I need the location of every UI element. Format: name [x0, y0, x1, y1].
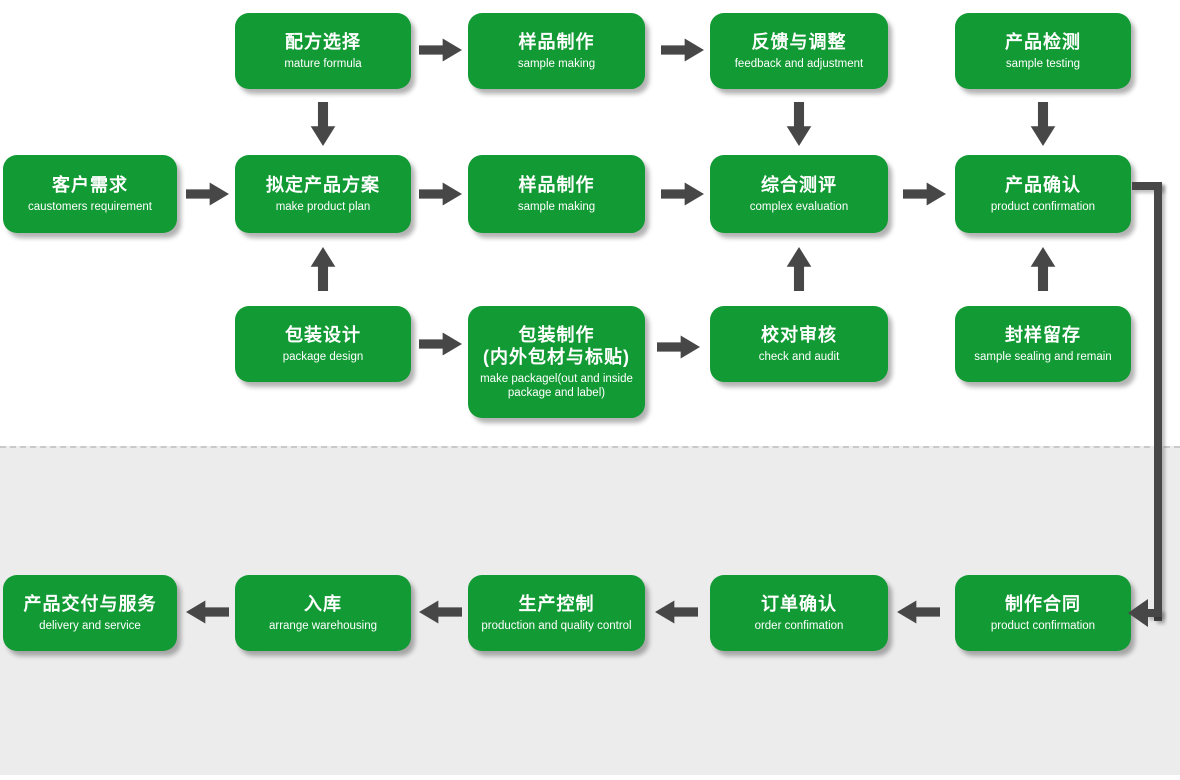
node-title: 产品交付与服务	[23, 594, 157, 615]
node-sample-making-2: 样品制作 sample making	[468, 155, 645, 233]
node-subtitle: sample making	[517, 200, 596, 213]
node-subtitle: caustomers requirement	[28, 200, 152, 213]
node-title: 包装设计	[285, 325, 361, 346]
node-formula-selection: 配方选择 mature formula	[235, 13, 411, 89]
node-title: 拟定产品方案	[266, 175, 380, 196]
node-subtitle: arrange warehousing	[268, 619, 378, 632]
node-product-testing: 产品检测 sample testing	[955, 13, 1131, 89]
node-product-plan: 拟定产品方案 make product plan	[235, 155, 411, 233]
arrow-right-icon	[903, 182, 946, 206]
arrow-up-icon	[786, 247, 812, 291]
arrow-right-icon	[419, 38, 462, 62]
node-sample-sealing: 封样留存 sample sealing and remain	[955, 306, 1131, 382]
node-title: 订单确认	[761, 594, 837, 615]
node-title: 反馈与调整	[751, 32, 847, 53]
node-customer-requirement: 客户需求 caustomers requirement	[3, 155, 177, 233]
node-subtitle: sample making	[517, 57, 596, 70]
node-title: 包装制作 (内外包材与标贴)	[483, 324, 630, 368]
node-subtitle: product confirmation	[990, 200, 1096, 213]
node-package-making: 包装制作 (内外包材与标贴) make packagel(out and ins…	[468, 306, 645, 418]
node-title: 产品确认	[1005, 175, 1081, 196]
node-production-control: 生产控制 production and quality control	[468, 575, 645, 651]
node-subtitle: package design	[282, 350, 364, 363]
arrow-right-icon	[419, 332, 462, 356]
node-title: 配方选择	[285, 32, 361, 53]
node-title: 校对审核	[761, 325, 837, 346]
arrow-right-icon	[661, 38, 704, 62]
node-subtitle: production and quality control	[481, 619, 632, 632]
connector-bottom-segment	[1146, 609, 1162, 617]
node-title: 产品检测	[1005, 32, 1081, 53]
node-title: 客户需求	[52, 175, 128, 196]
node-subtitle: check and audit	[758, 350, 840, 363]
node-title: 综合测评	[761, 175, 837, 196]
node-check-audit: 校对审核 check and audit	[710, 306, 888, 382]
node-subtitle: mature formula	[284, 57, 362, 70]
node-order-confirmation: 订单确认 order confimation	[710, 575, 888, 651]
node-feedback-adjustment: 反馈与调整 feedback and adjustment	[710, 13, 888, 89]
node-title: 样品制作	[518, 32, 595, 53]
node-subtitle: make packagel(out and inside package and…	[480, 372, 633, 399]
node-complex-evaluation: 综合测评 complex evaluation	[710, 155, 888, 233]
node-title: 制作合同	[1005, 594, 1081, 615]
node-sample-making-1: 样品制作 sample making	[468, 13, 645, 89]
arrow-down-icon	[786, 102, 812, 146]
node-subtitle: order confimation	[754, 619, 844, 632]
arrow-right-icon	[657, 335, 700, 359]
node-subtitle: sample sealing and remain	[974, 350, 1112, 363]
arrow-down-icon	[310, 102, 336, 146]
arrow-right-icon	[661, 182, 704, 206]
node-product-confirmation: 产品确认 product confirmation	[955, 155, 1131, 233]
node-contract-making: 制作合同 product confirmation	[955, 575, 1131, 651]
node-title: 封样留存	[1005, 325, 1081, 346]
arrow-right-icon	[186, 182, 229, 206]
connector-vertical-segment	[1154, 182, 1162, 621]
node-subtitle: complex evaluation	[749, 200, 849, 213]
arrow-down-icon	[1030, 102, 1056, 146]
node-delivery-service: 产品交付与服务 delivery and service	[3, 575, 177, 651]
arrow-up-icon	[310, 247, 336, 291]
node-package-design: 包装设计 package design	[235, 306, 411, 382]
node-title: 样品制作	[518, 175, 595, 196]
node-warehousing: 入库 arrange warehousing	[235, 575, 411, 651]
node-subtitle: make product plan	[275, 200, 371, 213]
connector-top-segment	[1132, 182, 1162, 190]
node-subtitle: sample testing	[1005, 57, 1081, 70]
node-title: 入库	[304, 594, 342, 615]
arrow-right-icon	[419, 182, 462, 206]
node-title: 生产控制	[518, 594, 595, 615]
node-subtitle: delivery and service	[39, 619, 141, 632]
arrow-up-icon	[1030, 247, 1056, 291]
node-subtitle: feedback and adjustment	[734, 57, 864, 70]
node-subtitle: product confirmation	[990, 619, 1096, 632]
